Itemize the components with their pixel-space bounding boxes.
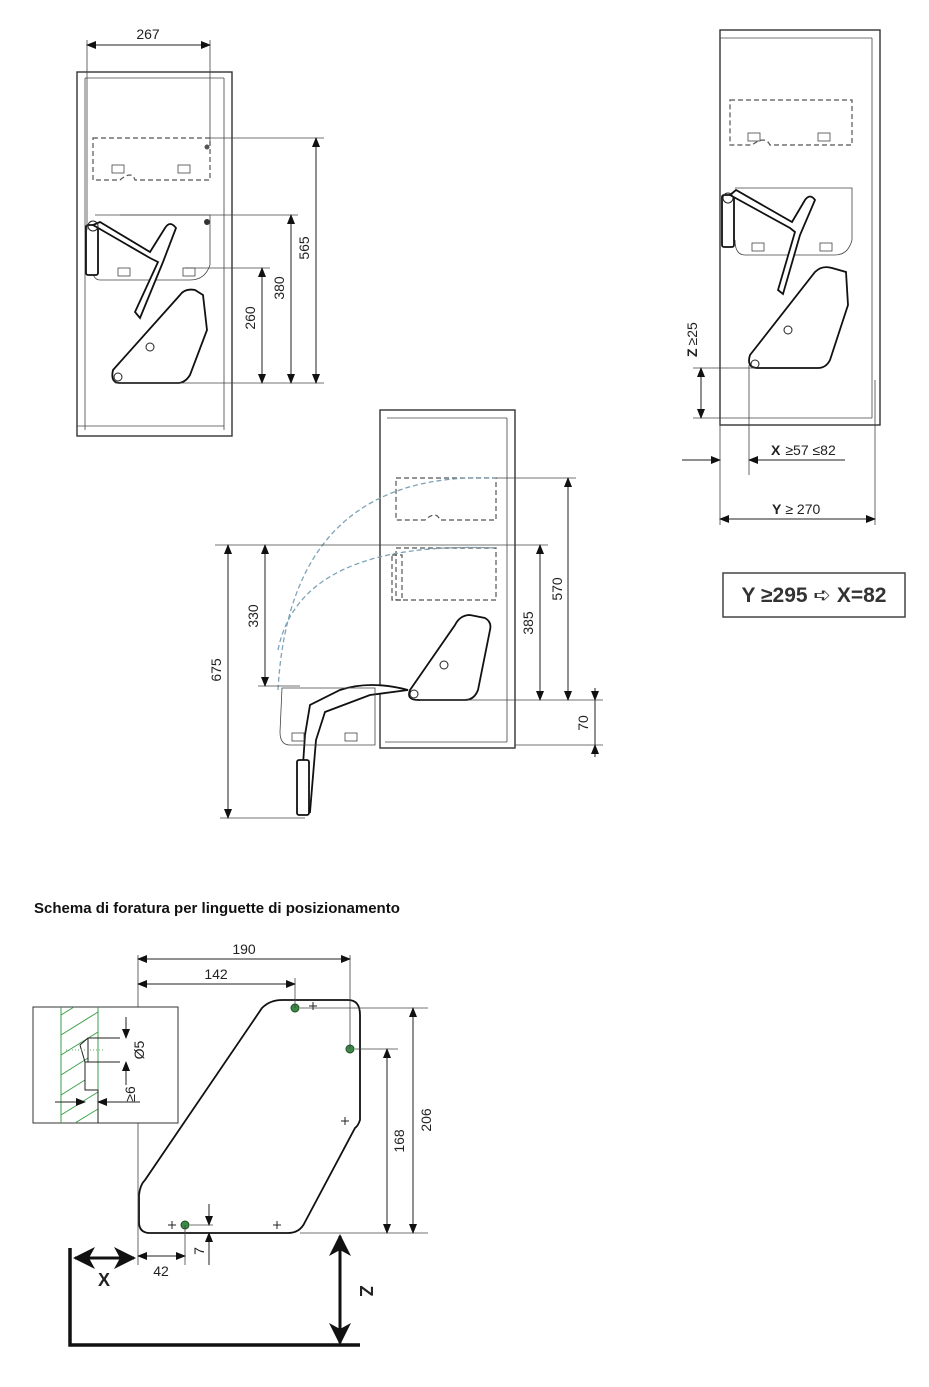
swing-path-outer xyxy=(277,477,497,691)
z-label: Z xyxy=(684,348,700,357)
dim-675: 675 xyxy=(208,658,224,682)
dim-70: 70 xyxy=(575,715,591,731)
z-value: ≥25 xyxy=(684,322,700,345)
cabinet-corner-bracket xyxy=(68,1248,360,1347)
z-label: Z xyxy=(356,1286,376,1297)
dim-7: 7 xyxy=(191,1247,207,1255)
dim-385: 385 xyxy=(520,611,536,635)
mechanism-housing xyxy=(748,266,849,369)
dim-206: 206 xyxy=(418,1108,434,1132)
rule-box-text: Y ≥295 ➪ X=82 xyxy=(742,584,887,607)
mechanism-housing xyxy=(111,288,208,384)
y-label: Y xyxy=(772,501,782,517)
dim-depth-6: ≥6 xyxy=(122,1086,138,1102)
middle-cabinet-diagram: 570 385 70 675 330 xyxy=(208,409,603,819)
drill-depth-inset: Ø5 ≥6 xyxy=(32,1006,179,1124)
dim-190: 190 xyxy=(232,941,256,957)
cabinet-outline xyxy=(76,71,233,437)
dim-diameter-5: Ø5 xyxy=(131,1040,147,1059)
dim-42: 42 xyxy=(153,1263,169,1279)
rule-box xyxy=(722,572,906,618)
drilling-scheme: Schema di foratura per linguette di posi… xyxy=(32,900,434,1347)
right-cabinet-diagram: Z ≥25 X≥57 ≤82 Y≥ 270 Y ≥295 ➪ X=82 xyxy=(682,29,906,618)
dim-565: 565 xyxy=(296,236,312,260)
dim-570: 570 xyxy=(549,577,565,601)
extended-arm xyxy=(299,684,409,814)
mechanism-housing xyxy=(408,614,492,701)
lift-arm xyxy=(90,220,178,320)
x-label: X xyxy=(98,1270,110,1290)
dim-z: Z ≥25 xyxy=(684,322,700,357)
cabinet-outline xyxy=(719,29,881,426)
folded-panel-dashed xyxy=(92,137,211,181)
dim-142: 142 xyxy=(204,966,228,982)
dim-260: 260 xyxy=(242,306,258,330)
dim-width-267: 267 xyxy=(136,26,160,42)
top-left-cabinet-diagram: 267 565 380 260 xyxy=(76,26,324,437)
y-value: ≥ 270 xyxy=(785,501,820,517)
x-value: ≥57 ≤82 xyxy=(785,442,836,458)
mechanism-panel-outline xyxy=(138,999,361,1234)
cabinet-outline xyxy=(379,409,516,749)
dim-y: Y≥ 270 xyxy=(772,501,820,517)
dim-380: 380 xyxy=(271,276,287,300)
section-title: Schema di foratura per linguette di posi… xyxy=(34,900,400,917)
arm-bracket xyxy=(85,224,99,276)
swing-path-inner xyxy=(277,546,497,651)
dim-x: X≥57 ≤82 xyxy=(771,442,836,458)
dim-330: 330 xyxy=(245,604,261,628)
x-label: X xyxy=(771,442,781,458)
dim-168: 168 xyxy=(391,1129,407,1153)
